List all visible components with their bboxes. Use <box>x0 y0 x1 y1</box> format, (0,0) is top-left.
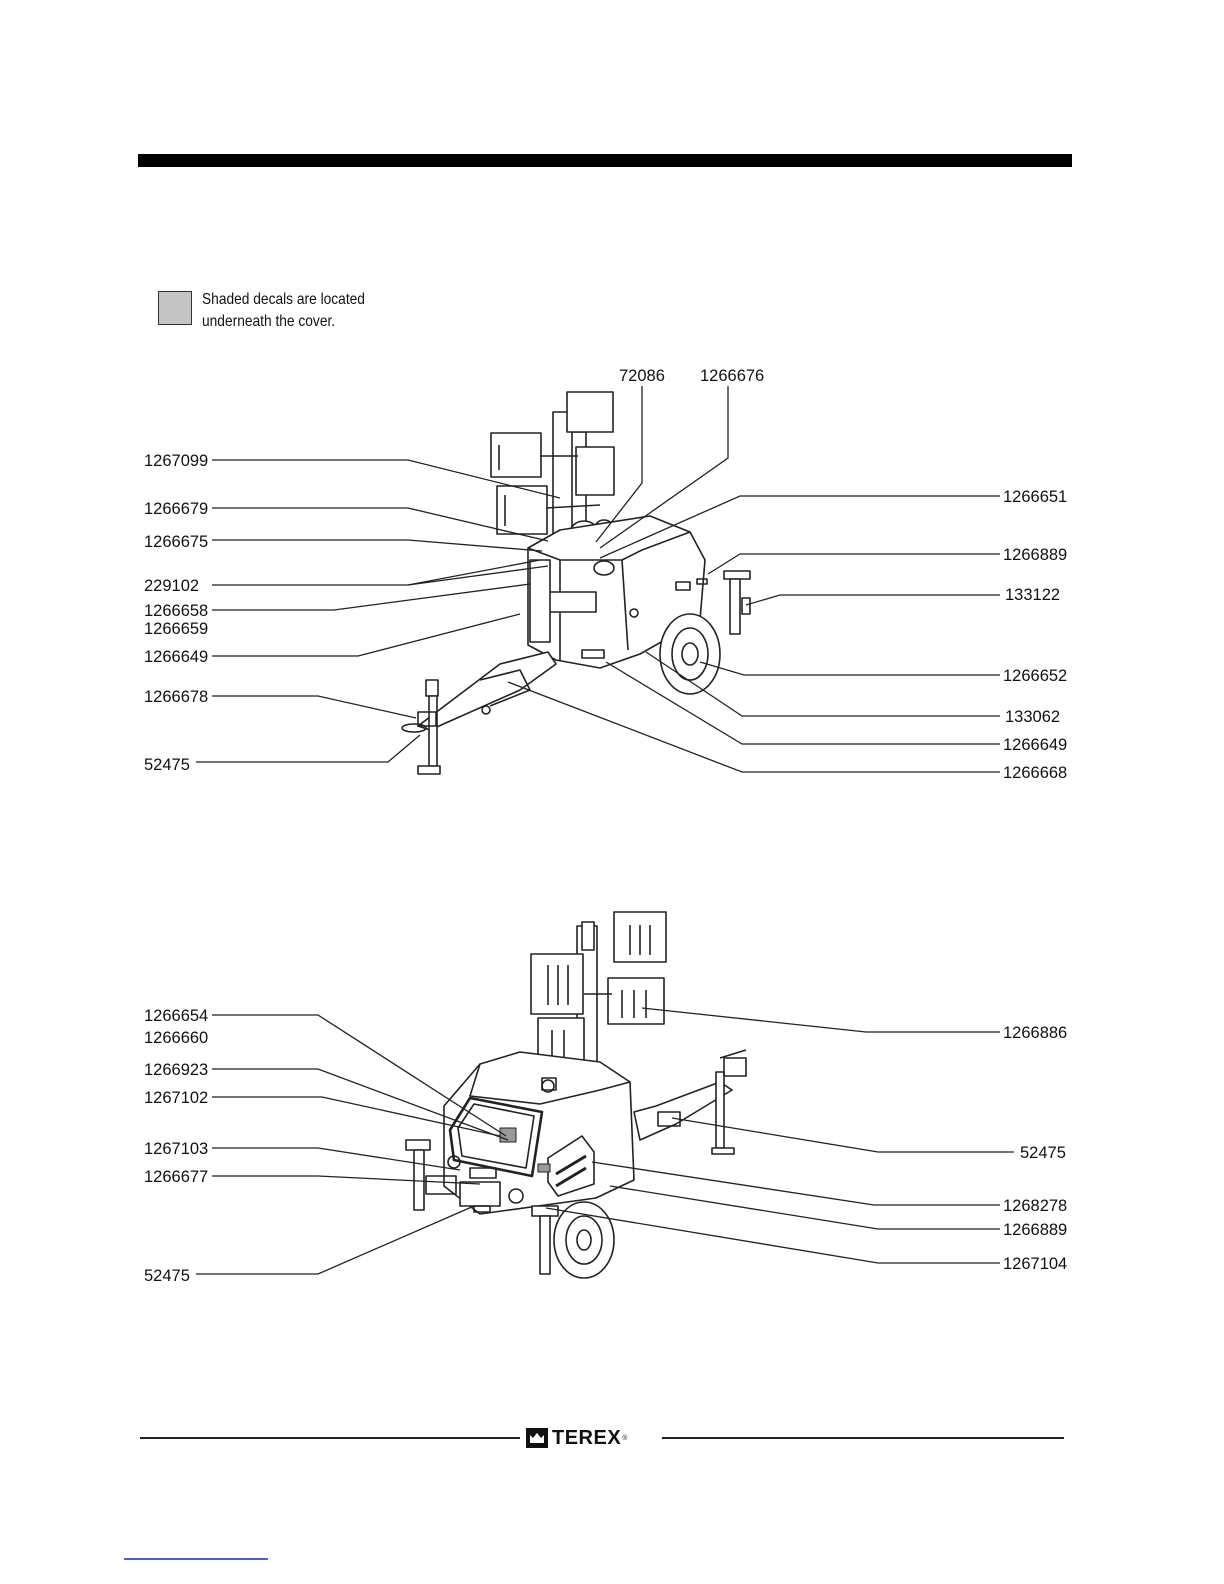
label-1266889-bottom: 1266889 <box>1003 1221 1067 1239</box>
label-1266677: 1266677 <box>144 1168 208 1186</box>
label-1267104: 1267104 <box>1003 1255 1067 1273</box>
label-1266652: 1266652 <box>1003 667 1067 685</box>
label-1266668: 1266668 <box>1003 764 1067 782</box>
label-1267103: 1267103 <box>144 1140 208 1158</box>
label-1266649-right: 1266649 <box>1003 736 1067 754</box>
label-1267102: 1267102 <box>144 1089 208 1107</box>
label-133062: 133062 <box>1005 708 1060 726</box>
footer-rule-left <box>140 1437 520 1439</box>
label-1266660: 1266660 <box>144 1029 208 1047</box>
label-1266658: 1266658 <box>144 602 208 620</box>
footer-rule-right <box>662 1437 1064 1439</box>
label-72086: 72086 <box>619 367 665 385</box>
label-1266679: 1266679 <box>144 500 208 518</box>
label-1267099: 1267099 <box>144 452 208 470</box>
label-1266678: 1266678 <box>144 688 208 706</box>
brand-name: TEREX <box>552 1427 621 1450</box>
label-1266659: 1266659 <box>144 620 208 638</box>
label-1266889-top: 1266889 <box>1003 546 1067 564</box>
terex-crown-icon <box>526 1428 548 1448</box>
terex-logo: TEREX ® <box>526 1427 627 1449</box>
label-52475-bottom-left: 52475 <box>144 1267 190 1285</box>
label-1266923: 1266923 <box>144 1061 208 1079</box>
label-229102: 229102 <box>144 577 199 595</box>
light-tower-rear-illustration <box>406 912 746 1278</box>
label-52475-top: 52475 <box>144 756 190 774</box>
registered-mark: ® <box>622 1435 627 1442</box>
label-52475-bottom-right: 52475 <box>1020 1144 1066 1162</box>
bottom-link-underline <box>124 1558 268 1560</box>
label-1268278: 1268278 <box>1003 1197 1067 1215</box>
label-133122: 133122 <box>1005 586 1060 604</box>
label-1266651: 1266651 <box>1003 488 1067 506</box>
label-1266675: 1266675 <box>144 533 208 551</box>
label-1266886: 1266886 <box>1003 1024 1067 1042</box>
label-1266654: 1266654 <box>144 1007 208 1025</box>
label-1266649-left: 1266649 <box>144 648 208 666</box>
label-1266676: 1266676 <box>700 367 764 385</box>
